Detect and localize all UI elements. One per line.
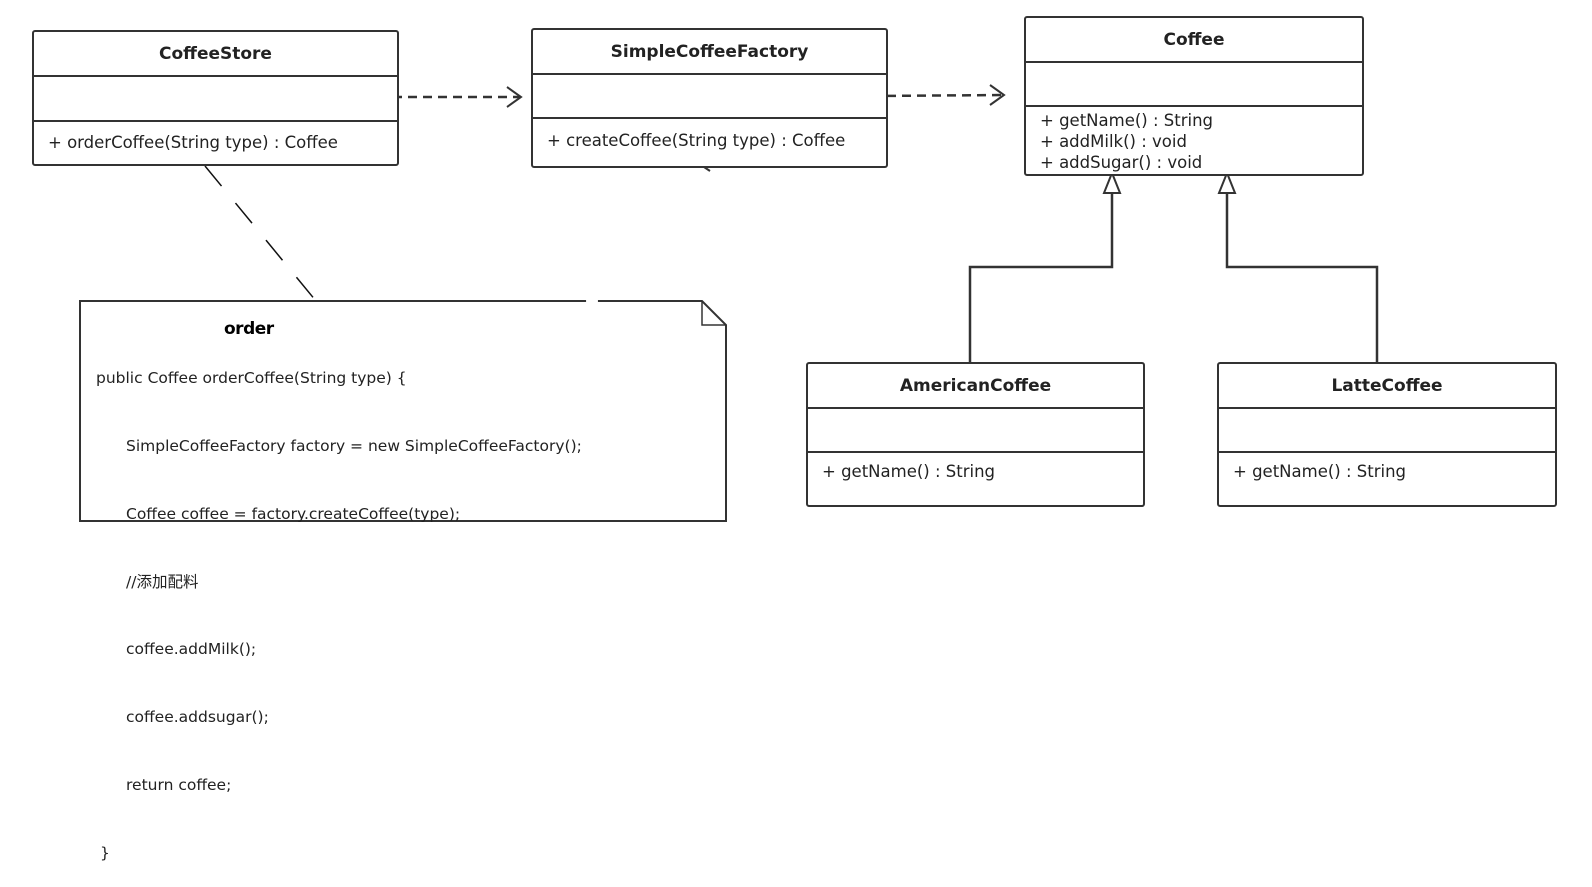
note-line-factory: SimpleCoffeeFactory factory = new Simple… xyxy=(126,436,582,455)
class-american-coffee-name: AmericanCoffee xyxy=(808,364,1143,409)
note-anchor-line xyxy=(204,165,317,302)
dependency-factory-to-coffee[interactable] xyxy=(871,84,1006,106)
note-line-comment: //添加配料 xyxy=(126,572,199,591)
operation-add-sugar: + addSugar() : void xyxy=(1040,153,1203,172)
dependency-store-to-factory[interactable] xyxy=(393,86,523,108)
class-simple-coffee-factory-operations: + createCoffee(String type) : Coffee xyxy=(533,119,886,151)
note-line-create: Coffee coffee = factory.createCoffee(typ… xyxy=(126,504,461,523)
class-simple-coffee-factory[interactable]: SimpleCoffeeFactory + createCoffee(Strin… xyxy=(531,28,888,168)
note-shape xyxy=(79,300,727,522)
code-note[interactable]: public Coffee orderCoffee(String type) {… xyxy=(82,322,722,861)
class-coffee-store-name: CoffeeStore xyxy=(34,32,397,77)
class-latte-coffee-name: LatteCoffee xyxy=(1219,364,1555,409)
operation-get-name: + getName() : String xyxy=(822,462,996,481)
class-coffee-attributes xyxy=(1026,63,1362,107)
note-line-add-milk: coffee.addMilk(); xyxy=(126,640,257,659)
generalization-latte-to-coffee[interactable] xyxy=(1217,170,1379,362)
class-latte-coffee-attributes xyxy=(1219,409,1555,453)
class-simple-coffee-factory-name: SimpleCoffeeFactory xyxy=(533,30,886,75)
class-american-coffee-operations: + getName() : String xyxy=(808,453,1143,482)
class-simple-coffee-factory-attributes xyxy=(533,75,886,119)
note-line-return: return coffee; xyxy=(126,775,232,794)
class-coffee-store-attributes xyxy=(34,77,397,122)
class-coffee[interactable]: Coffee + getName() : String + addMilk() … xyxy=(1024,16,1364,176)
class-latte-coffee[interactable]: LatteCoffee + getName() : String xyxy=(1217,362,1557,507)
class-coffee-store-operations: + orderCoffee(String type) : Coffee xyxy=(34,122,397,153)
generalization-american-to-coffee[interactable] xyxy=(968,170,1122,362)
operation-order-coffee: + orderCoffee(String type) : Coffee xyxy=(48,133,338,152)
note-overlay-text: order xyxy=(224,319,274,339)
note-border-artifact xyxy=(586,299,598,303)
note-line-add-sugar: coffee.addsugar(); xyxy=(126,708,269,727)
class-coffee-operations: + getName() : String + addMilk() : void … xyxy=(1026,107,1362,173)
operation-create-coffee: + createCoffee(String type) : Coffee xyxy=(547,131,846,150)
connector-layer xyxy=(79,84,1379,522)
operation-add-milk: + addMilk() : void xyxy=(1040,132,1187,151)
class-coffee-name: Coffee xyxy=(1026,18,1362,63)
class-american-coffee[interactable]: AmericanCoffee + getName() : String xyxy=(806,362,1145,507)
note-line-signature: public Coffee orderCoffee(String type) { xyxy=(96,369,407,388)
operation-get-name: + getName() : String xyxy=(1040,111,1214,130)
class-coffee-store[interactable]: CoffeeStore + orderCoffee(String type) :… xyxy=(32,30,399,166)
note-line-close: } xyxy=(100,843,110,862)
class-latte-coffee-operations: + getName() : String xyxy=(1219,453,1555,482)
class-american-coffee-attributes xyxy=(808,409,1143,453)
operation-get-name: + getName() : String xyxy=(1233,462,1407,481)
